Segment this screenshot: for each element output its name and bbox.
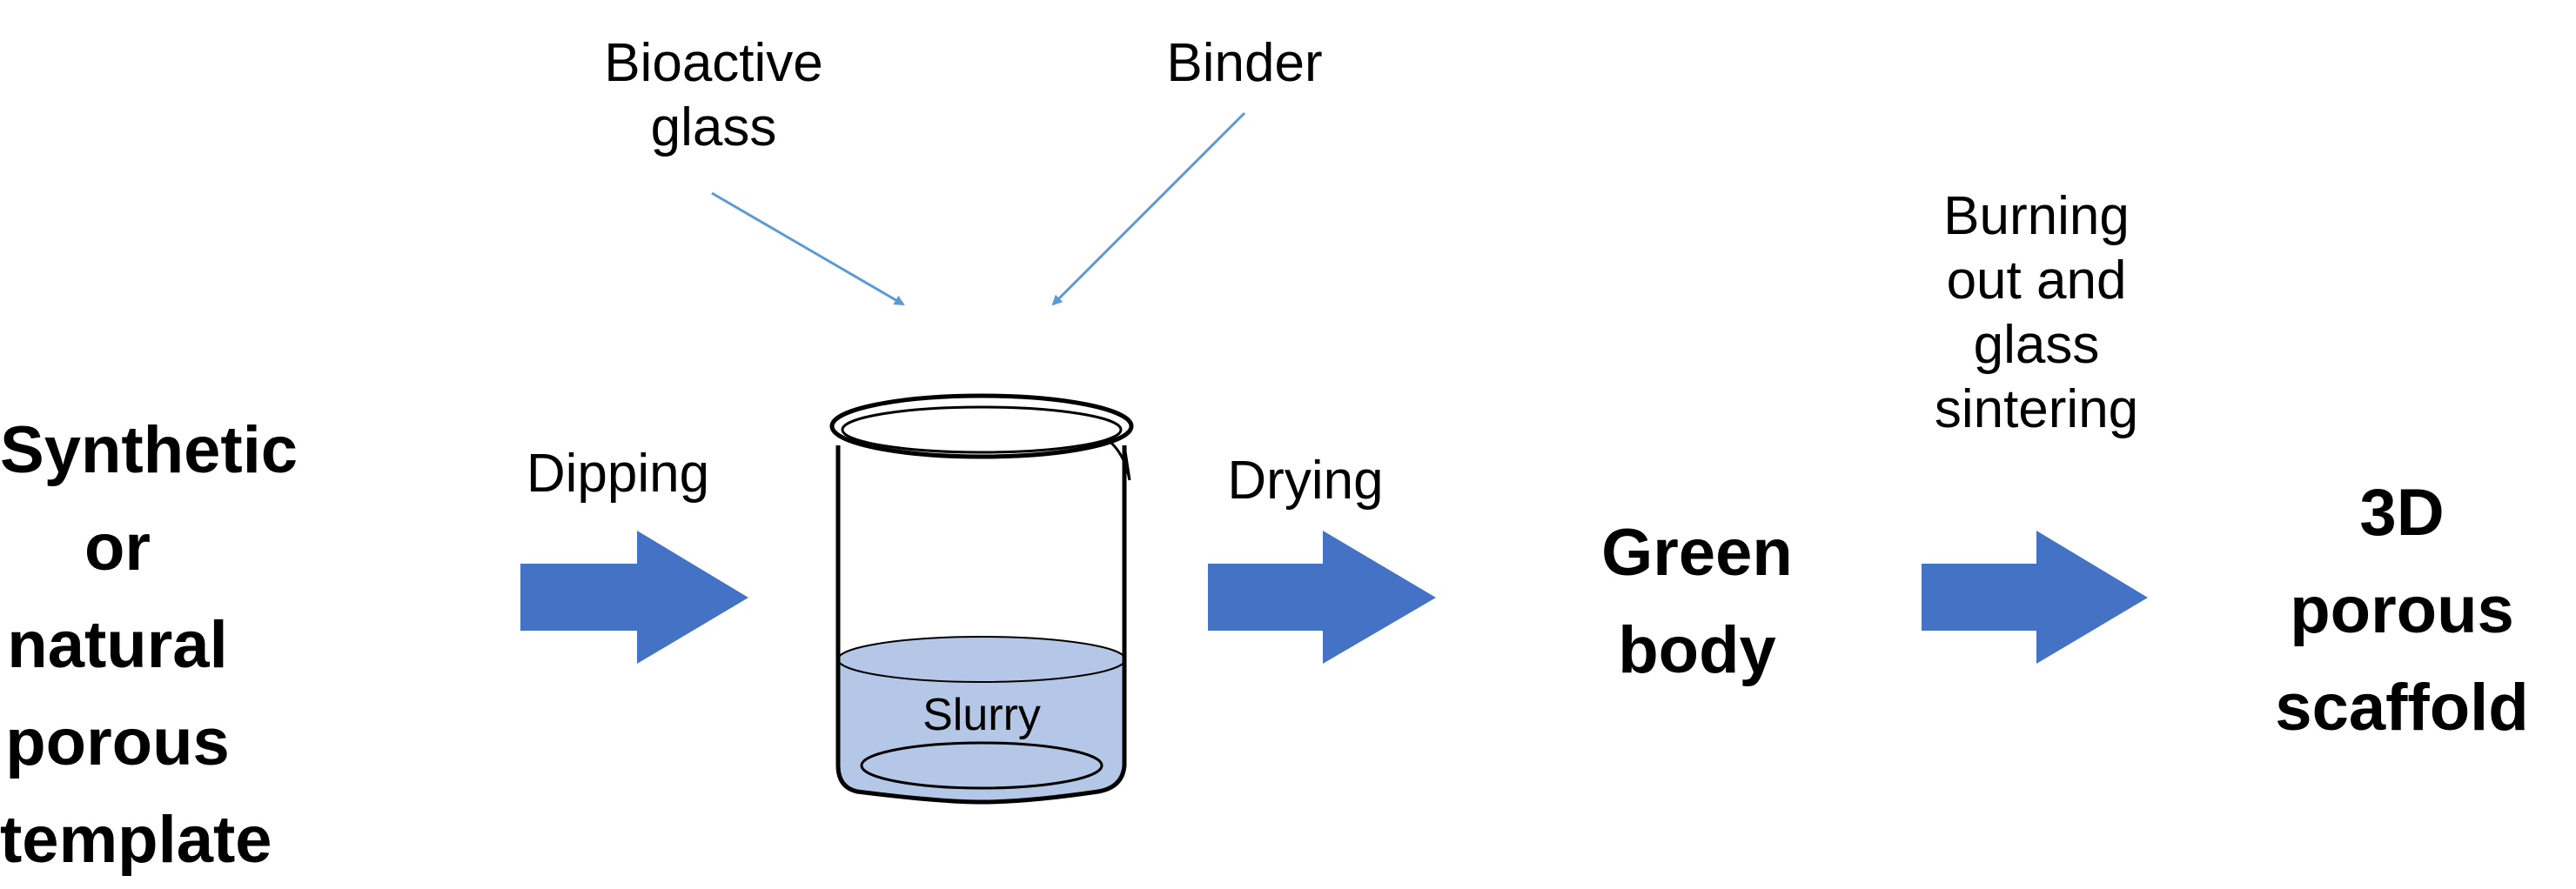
beaker-body [835,445,1127,805]
template-label: Synthetic or natural porous template [0,413,299,877]
bioactive-glass-pointer [711,191,905,306]
beaker-rim-inner [841,405,1123,454]
bioactive-glass-label: Bioactive glass [604,33,823,157]
dipping-arrow [520,531,748,664]
binder-pointer [1051,111,1246,306]
beaker-bottom [860,741,1104,790]
slurry-surface [837,636,1126,683]
burning-label: Burning out and glass sintering [1934,186,2139,439]
beaker-rim [829,393,1134,459]
green-body-label: Green body [1601,516,1793,687]
scaffold-label: 3D porous scaffold [2275,476,2529,745]
burning-arrow [1922,531,2148,664]
binder-label: Binder [1166,33,1323,93]
drying-label: Drying [1227,451,1384,511]
slurry-label: Slurry [922,690,1041,740]
dipping-label: Dipping [526,444,710,504]
drying-arrow [1208,531,1436,664]
process-diagram [520,111,2148,805]
slurry-liquid [838,659,1124,802]
beaker [829,393,1134,805]
beaker-spout [1106,438,1131,481]
